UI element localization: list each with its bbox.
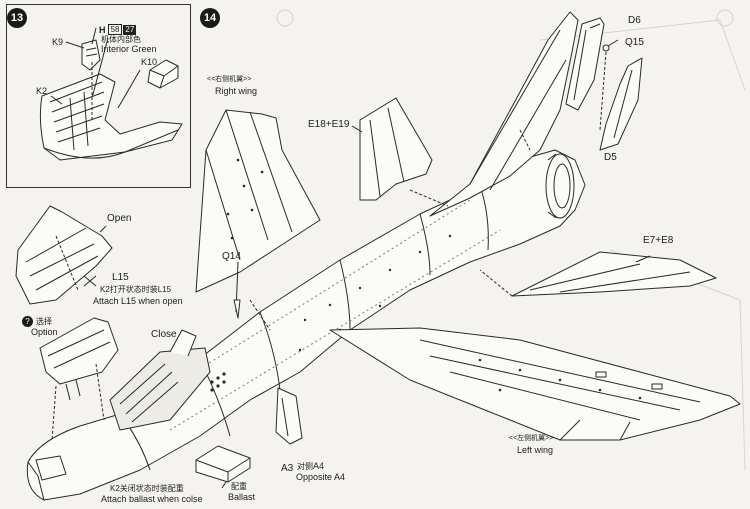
attach-ballast-note: Attach ballast when colse (101, 494, 203, 504)
a4-cn: 对侧 (297, 462, 313, 471)
attach-l15-note: Attach L15 when open (93, 296, 183, 306)
part-q15-label: Q15 (625, 37, 644, 48)
part-d5-label: D5 (604, 152, 617, 163)
part-k10-label: K10 (141, 57, 158, 67)
part-e18-e19-label: E18+E19 (308, 119, 350, 130)
part-a3-label: A3 (281, 463, 294, 474)
left-stabilizer (479, 251, 717, 297)
step-13-marker: 13 (7, 8, 27, 28)
q14-probe (233, 261, 241, 319)
paint-name-en: Interior Green (101, 44, 157, 54)
inset-cockpit-tub (39, 27, 183, 161)
left-wing-cn: <<左侧机翼>> (509, 435, 554, 442)
k2-close-note-cn: K2关闭状态时装配重 (110, 484, 184, 493)
rudder-parts (565, 17, 643, 151)
part-q14-label: Q14 (222, 251, 241, 262)
paint-letter: H (99, 24, 106, 35)
option-cn: 选择 (36, 317, 52, 326)
step-13-inset-frame (6, 4, 191, 188)
open-label: Open (107, 213, 132, 224)
right-wing-en: Right wing (215, 86, 258, 96)
canopy-closed-detail (39, 317, 119, 441)
ballast-cn: 配重 (231, 482, 247, 491)
k2-open-note-cn: K2打开状态时装L15 (100, 285, 172, 294)
left-wing-en: Left wing (517, 445, 554, 455)
step-14-marker: 14 (200, 8, 220, 28)
part-e7-e8-label: E7+E8 (643, 235, 674, 246)
ballast-block (195, 445, 251, 489)
paint-code: H 58 27 (99, 24, 137, 35)
right-wing (195, 109, 321, 293)
option-icon: ? (22, 316, 33, 327)
opposite-a4-label: Opposite A4 (296, 472, 346, 482)
vertical-tail (429, 11, 579, 217)
part-a4-label: A4 (313, 461, 325, 471)
option-en: Option (31, 327, 58, 337)
right-wing-cn: <<右侧机翼>> (207, 76, 252, 83)
a3-panel (275, 387, 303, 445)
aircraft-fuselage (26, 149, 586, 501)
canopy-open-detail (15, 205, 113, 305)
paint-number-alt: 27 (123, 24, 137, 35)
part-l15-label: L15 (112, 272, 129, 283)
paint-name-cn: 机体内部色 (101, 35, 141, 44)
paint-number: 58 (107, 24, 123, 35)
part-d6-label: D6 (628, 15, 641, 26)
part-k9-label: K9 (52, 37, 64, 47)
right-stabilizer (351, 97, 449, 207)
close-label: Close (151, 329, 177, 340)
ballast-en: Ballast (228, 492, 256, 502)
part-k2-label: K2 (36, 86, 48, 96)
left-wing (329, 327, 741, 441)
